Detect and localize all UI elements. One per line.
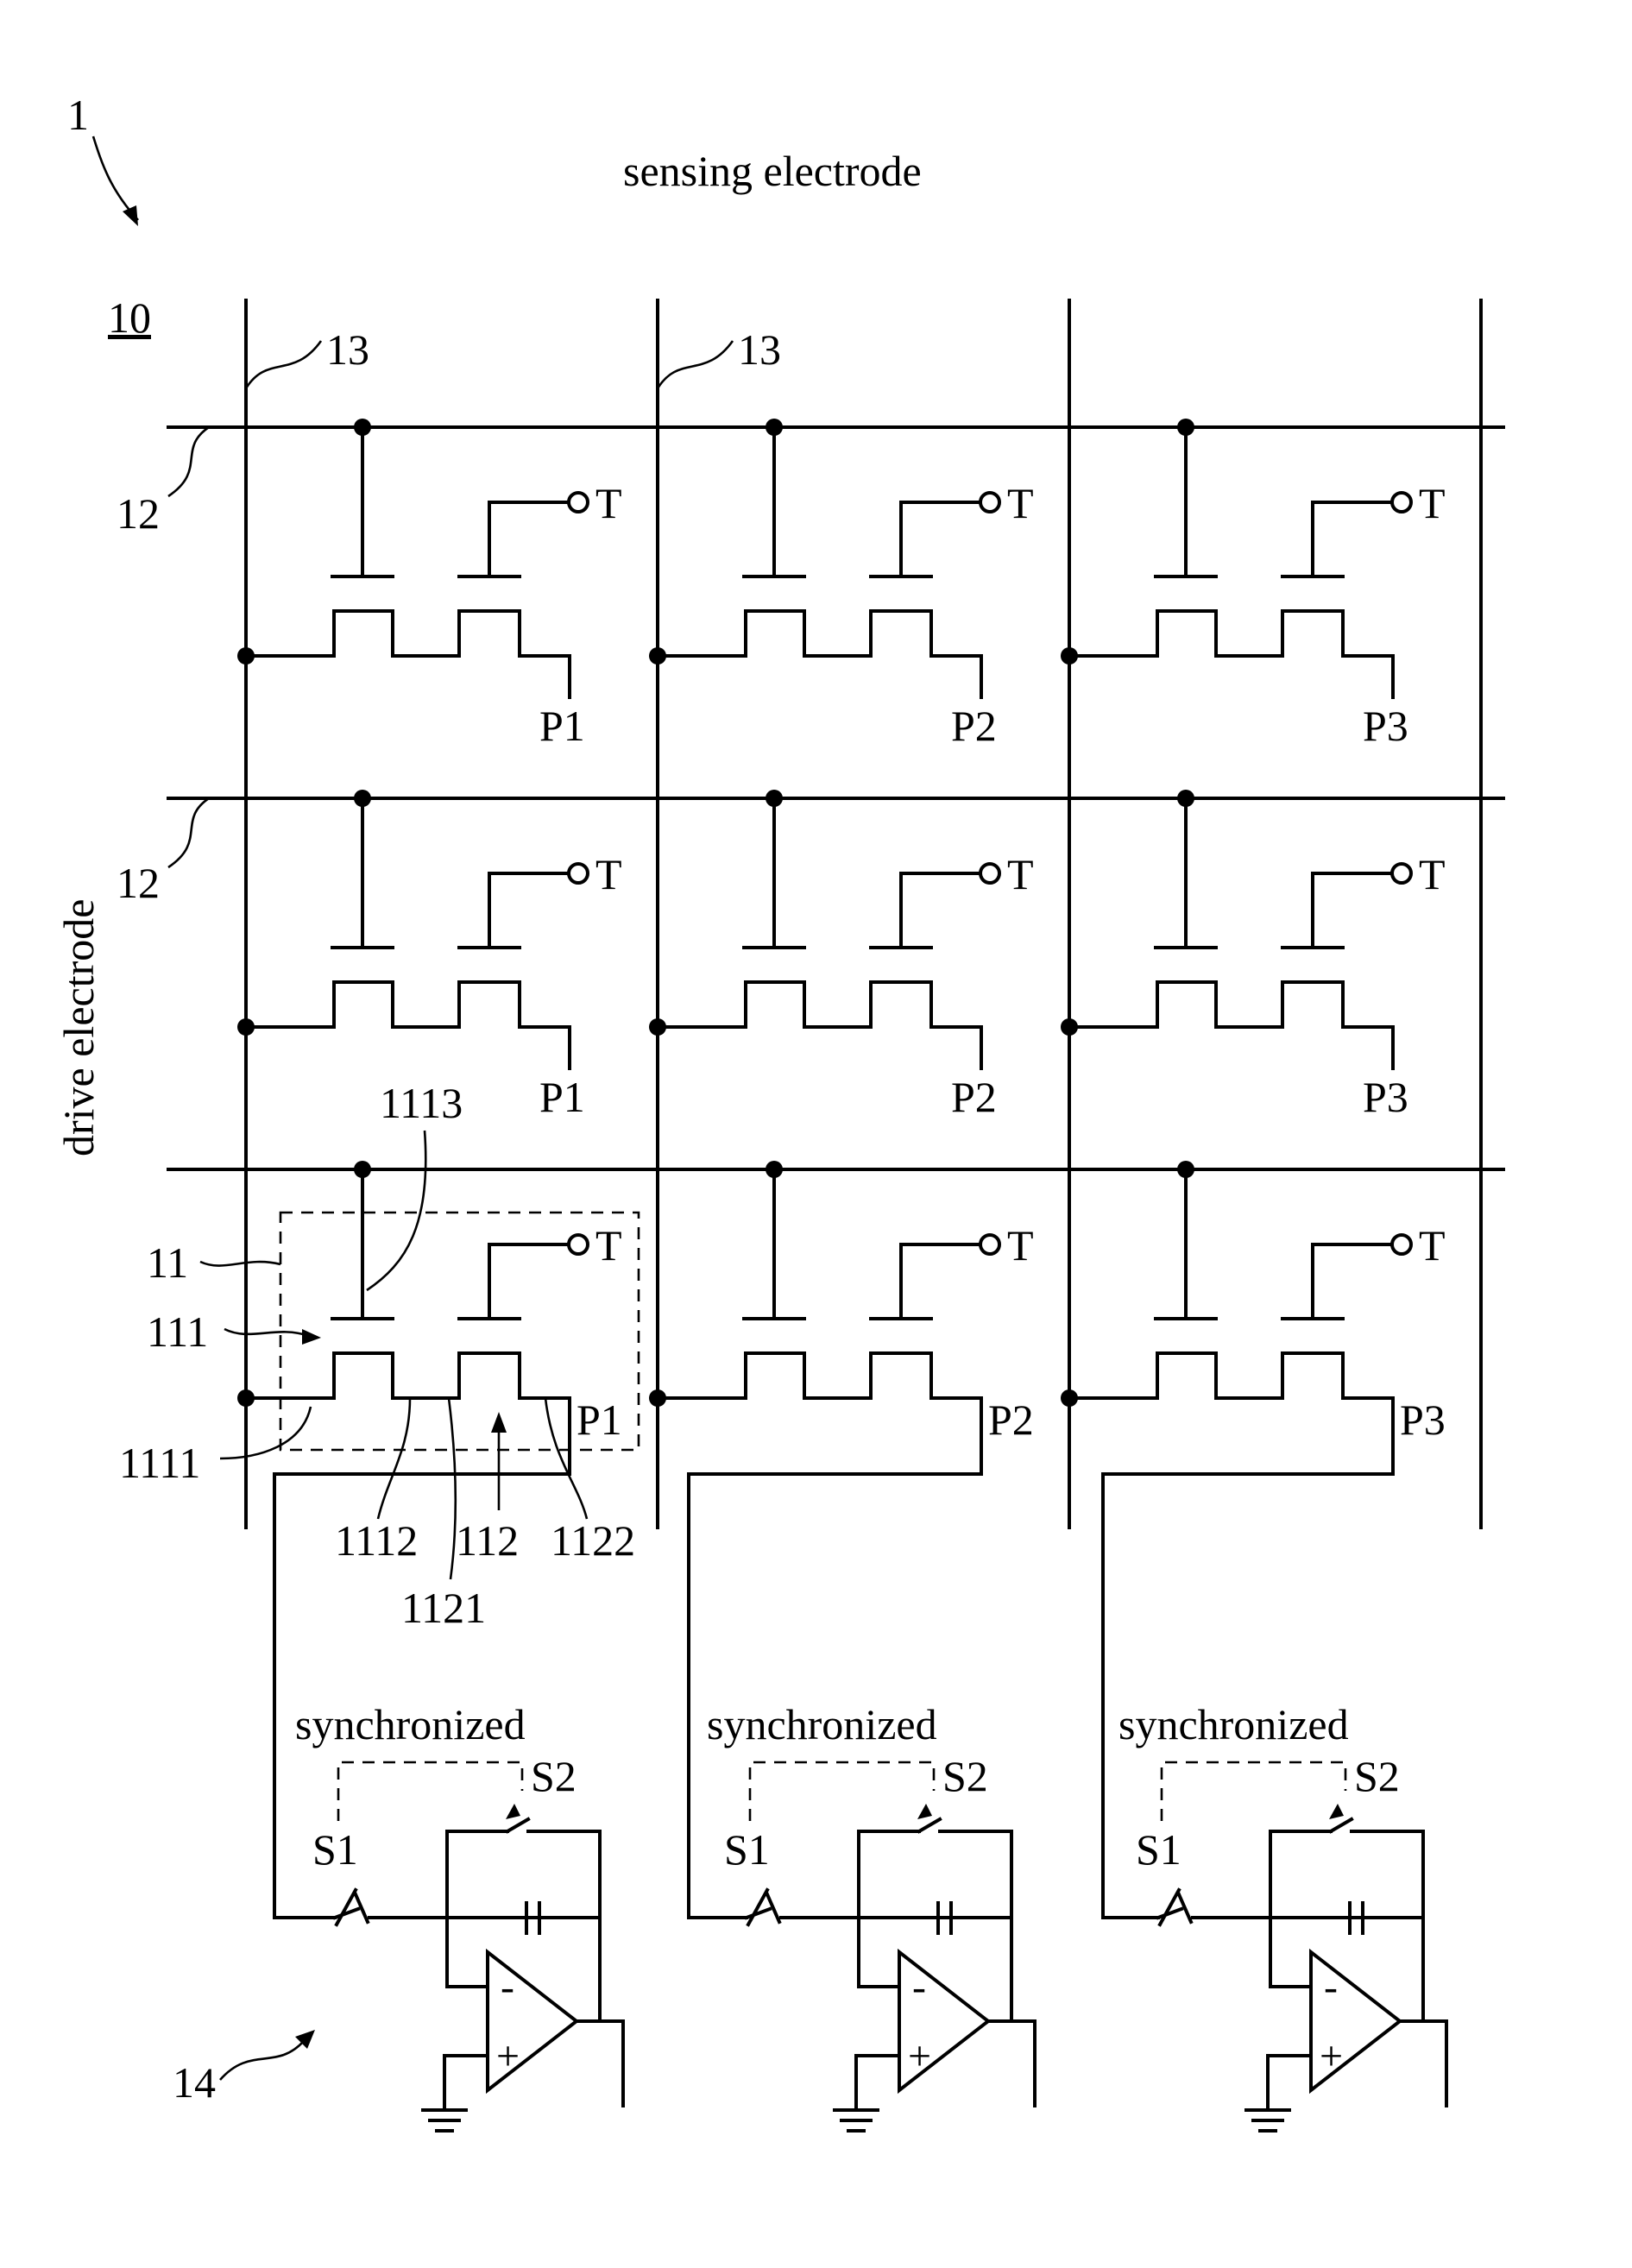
side-label-drive-electrode: drive electrode: [54, 899, 103, 1156]
ref-first-source: 1111: [119, 1439, 200, 1487]
output-label: P2: [951, 702, 997, 750]
switch-s1-blade: [337, 1890, 356, 1925]
integrator-circuit: synchronized S1 S2 - +: [295, 1700, 623, 2131]
leader-1113: [367, 1131, 425, 1290]
figure-pointer-arrow: [93, 136, 138, 220]
terminal-label: T: [1419, 850, 1446, 898]
switch-s1: [747, 1909, 770, 1918]
pixel-cell: T P2: [649, 419, 1034, 750]
switch-s2: [507, 1819, 528, 1831]
figure-number: 1: [67, 91, 89, 139]
opamp-minus: -: [1324, 1964, 1338, 2010]
output-label: P1: [539, 702, 585, 750]
opamp-plus: +: [1320, 2033, 1343, 2079]
integrator-circuit: synchronized S1 S2 - +: [1118, 1700, 1446, 2131]
leader-11: [200, 1262, 280, 1266]
switch-s2-label: S2: [942, 1752, 988, 1800]
sync-link: [338, 1762, 522, 1821]
ref-pixel-unit: 11: [147, 1238, 188, 1287]
ref-drive-line: 12: [117, 489, 160, 538]
leader-1112: [378, 1398, 410, 1519]
ref-first-drain: 1112: [335, 1516, 418, 1565]
opamp-plus: +: [496, 2033, 520, 2079]
ref-sensing-line: 13: [738, 325, 781, 374]
leader-111-arrowhead: [302, 1329, 321, 1345]
opamp-plus: +: [908, 2033, 931, 2079]
terminal-label: T: [1007, 479, 1034, 527]
ref-first-gate: 1113: [380, 1079, 463, 1127]
integrator-circuit: synchronized S1 S2 - +: [707, 1700, 1035, 2131]
switch-s2-arrow: [917, 1804, 932, 1819]
panel-label: 10: [108, 293, 151, 342]
switch-s2-arrow: [506, 1804, 520, 1819]
switch-s1: [1158, 1909, 1181, 1918]
sync-link: [1162, 1762, 1345, 1821]
sync-link: [750, 1762, 934, 1821]
pixel-cell: T P2: [649, 790, 1034, 1121]
switch-s2: [919, 1819, 940, 1831]
leader-14: [220, 2041, 304, 2080]
output-label: P1: [539, 1073, 585, 1121]
output-label: P3: [1363, 702, 1408, 750]
sync-label: synchronized: [295, 1700, 526, 1748]
ref-second-transistor: 112: [456, 1516, 519, 1565]
switch-s1-label: S1: [312, 1825, 358, 1874]
terminal-label: T: [595, 850, 622, 898]
terminal-label: T: [595, 479, 622, 527]
leader-111: [224, 1329, 309, 1336]
ref-drive-line: 12: [117, 859, 160, 907]
switch-s2: [1331, 1819, 1352, 1831]
pixel-cell: T P1: [237, 1161, 622, 1474]
switch-s2-label: S2: [531, 1752, 577, 1800]
output-label: P3: [1363, 1073, 1408, 1121]
switch-s2-label: S2: [1354, 1752, 1400, 1800]
sensing-lines: [246, 300, 1481, 1528]
leader-12: [168, 427, 209, 496]
output-label: P2: [951, 1073, 997, 1121]
title-sensing-electrode: sensing electrode: [623, 147, 922, 195]
terminal-label: T: [1007, 1221, 1034, 1269]
pixel-cell: T P1: [237, 790, 622, 1121]
opamp-minus: -: [501, 1964, 514, 2010]
leader-112-arrowhead: [491, 1412, 507, 1433]
pixel-cell: T P1: [237, 419, 622, 750]
switch-s2-arrow: [1329, 1804, 1344, 1819]
leader-13: [246, 341, 321, 388]
output-label: P1: [577, 1395, 622, 1444]
switch-s1-blade: [1160, 1890, 1179, 1925]
sync-label: synchronized: [1118, 1700, 1349, 1748]
leader-13: [658, 341, 733, 388]
switch-s1-label: S1: [724, 1825, 770, 1874]
sync-label: synchronized: [707, 1700, 937, 1748]
terminal-label: T: [1419, 479, 1446, 527]
output-label: P3: [1400, 1395, 1446, 1444]
pixel-cell: T P3: [1061, 419, 1446, 750]
output-label: P2: [988, 1395, 1034, 1444]
opamp-minus: -: [912, 1964, 926, 2010]
ref-second-source: 1121: [401, 1584, 486, 1632]
switch-s1-blade: [748, 1890, 767, 1925]
ref-second-drain: 1122: [551, 1516, 635, 1565]
leader-12: [168, 798, 209, 867]
switch-s1: [335, 1909, 358, 1918]
pixel-cell: T P2: [649, 1161, 1034, 1474]
figure-pointer-arrowhead: [123, 205, 138, 226]
ref-readout-circuit: 14: [173, 2058, 216, 2107]
terminal-label: T: [595, 1221, 622, 1269]
ref-sensing-line: 13: [326, 325, 369, 374]
pixel-cell: T P3: [1061, 1161, 1446, 1474]
terminal-label: T: [1007, 850, 1034, 898]
terminal-label: T: [1419, 1221, 1446, 1269]
switch-s1-label: S1: [1136, 1825, 1181, 1874]
ref-first-transistor: 111: [147, 1307, 208, 1356]
leader-1121: [449, 1398, 456, 1579]
pixel-cell: T P3: [1061, 790, 1446, 1121]
